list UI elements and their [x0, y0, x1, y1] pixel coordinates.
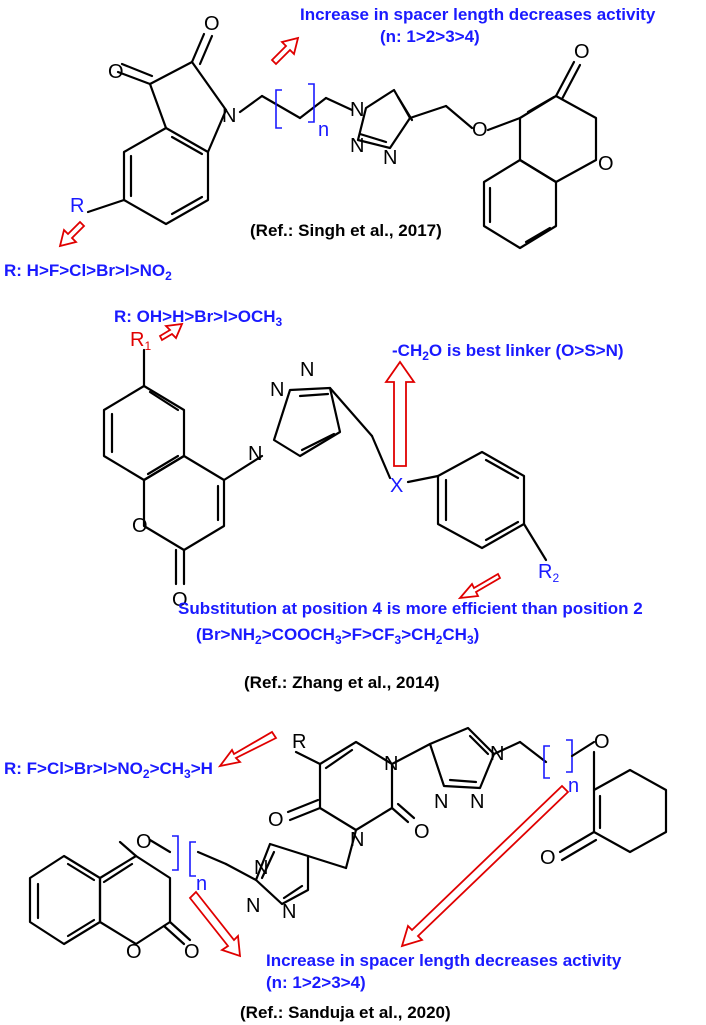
panel-1-spacer-note: Increase in spacer length decreases acti… [300, 5, 656, 24]
svg-text:O: O [172, 589, 188, 611]
panel-1-structure [86, 32, 598, 250]
svg-text:O: O [126, 941, 142, 963]
triazole-ring-2 [272, 386, 342, 458]
svg-text:O: O [540, 847, 556, 869]
svg-text:O: O [472, 119, 488, 141]
svg-text:N: N [384, 753, 398, 775]
spacer-n-label: n [318, 119, 329, 141]
spacer-arrow-3-right [400, 784, 570, 948]
svg-text:N: N [270, 379, 284, 401]
triazole-ring-1 [356, 88, 412, 150]
panel-1-arrows [58, 36, 300, 248]
isatin-benzene-ring [122, 126, 210, 226]
panel-3-structure [28, 726, 668, 946]
svg-text:O: O [574, 41, 590, 63]
panel-1-atoms: O O N N N N O O O n R [70, 13, 614, 217]
r1-arrow [158, 322, 184, 342]
svg-text:N: N [246, 895, 260, 917]
svg-text:N: N [350, 135, 364, 157]
panel-2-atoms: R1 O O N N N X R2 [130, 329, 559, 611]
svg-text:N: N [282, 901, 296, 923]
panel-3-arrows [188, 730, 570, 958]
r2-label: R2 [538, 561, 559, 585]
svg-text:N: N [434, 791, 448, 813]
r-arrow-1 [58, 220, 86, 248]
linker-arrow [384, 360, 416, 467]
panel-1-reference: (Ref.: Singh et al., 2017) [250, 221, 442, 240]
r-arrow-3 [217, 730, 278, 768]
panel-2-arrows [158, 322, 502, 600]
svg-text:O: O [204, 13, 220, 35]
uracil-ring [318, 740, 394, 832]
phenyl-ring [436, 450, 526, 550]
coumarin-benzene-ring-3 [28, 854, 102, 946]
panel-2-r1-note: R: OH>H>Br>I>OCH3 [114, 307, 283, 329]
panel-2-order-note: (Br>NH2>COOCH3>F>CF3>CH2CH3) [196, 625, 479, 647]
svg-text:O: O [184, 941, 200, 963]
svg-text:N: N [300, 359, 314, 381]
svg-text:O: O [414, 821, 430, 843]
svg-text:O: O [268, 809, 284, 831]
panel-2-position-note: Substitution at position 4 is more effic… [178, 599, 643, 618]
svg-text:N: N [490, 743, 504, 765]
svg-text:N: N [222, 105, 236, 127]
svg-text:N: N [350, 99, 364, 121]
panel-1-spacer-order: (n: 1>2>3>4) [380, 27, 480, 46]
triazole-ring-3a [428, 726, 496, 790]
svg-text:O: O [132, 515, 148, 537]
naphthalenone-left-ring [592, 768, 668, 854]
spacer-arrow-3-left [188, 890, 242, 958]
panel-2-linker-note: -CH2O is best linker (O>S>N) [392, 341, 624, 363]
coumarin-pyrone-ring-3 [98, 854, 172, 946]
x-linker-label: X [390, 475, 403, 497]
svg-text:O: O [136, 831, 152, 853]
panel-1-r-note: R: H>F>Cl>Br>I>NO2 [4, 261, 172, 283]
svg-text:O: O [598, 153, 614, 175]
coumarin-benzene-ring-1 [482, 158, 558, 250]
svg-text:O: O [594, 731, 610, 753]
svg-text:R: R [292, 731, 306, 753]
panel-3-reference: (Ref.: Sanduja et al., 2020) [240, 1003, 451, 1022]
spacer-n-label-left: n [196, 873, 207, 895]
svg-text:N: N [350, 829, 364, 851]
panel-3-atoms: R O O N N N N N O O N N N O O O n n [126, 731, 610, 963]
panel-3-spacer-order: (n: 1>2>3>4) [266, 973, 366, 992]
spacer-arrow-1 [270, 36, 300, 66]
svg-text:O: O [108, 61, 124, 83]
svg-text:N: N [254, 857, 268, 879]
svg-text:N: N [248, 443, 262, 465]
r-substituent-label: R [70, 195, 84, 217]
panel-2-reference: (Ref.: Zhang et al., 2014) [244, 673, 440, 692]
panel-3-spacer-note: Increase in spacer length decreases acti… [266, 951, 622, 970]
svg-text:N: N [470, 791, 484, 813]
r2-arrow [457, 572, 502, 600]
coumarin-benzene-ring-2 [102, 384, 186, 482]
spacer-n-label-right: n [568, 775, 579, 797]
panel-2-structure [102, 348, 548, 586]
triazole-ring-3b [254, 842, 310, 906]
svg-text:N: N [383, 147, 397, 169]
panel-3-r-note: R: F>Cl>Br>I>NO2>CH3>H [4, 759, 213, 781]
r1-label: R1 [130, 329, 151, 353]
